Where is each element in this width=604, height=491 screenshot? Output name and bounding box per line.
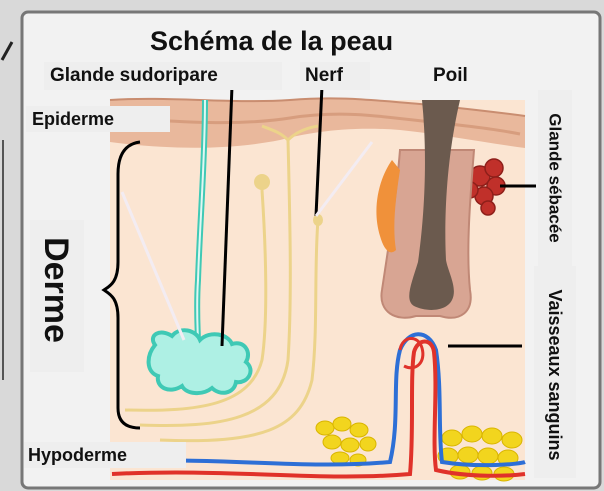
label-epiderme: Epiderme	[32, 110, 114, 128]
label-vaisseaux-sanguins: Vaisseaux sanguins	[546, 289, 564, 460]
label-poil: Poil	[433, 66, 468, 85]
label-hypoderme: Hypoderme	[28, 446, 127, 464]
label-derme: Derme	[39, 237, 73, 343]
label-nerf: Nerf	[305, 66, 343, 85]
label-glande-sudoripare: Glande sudoripare	[50, 66, 218, 85]
label-glande-sebacee: Glande sébacée	[547, 113, 564, 242]
diagram-title: Schéma de la peau	[150, 28, 393, 55]
nerve-ending	[254, 174, 270, 190]
